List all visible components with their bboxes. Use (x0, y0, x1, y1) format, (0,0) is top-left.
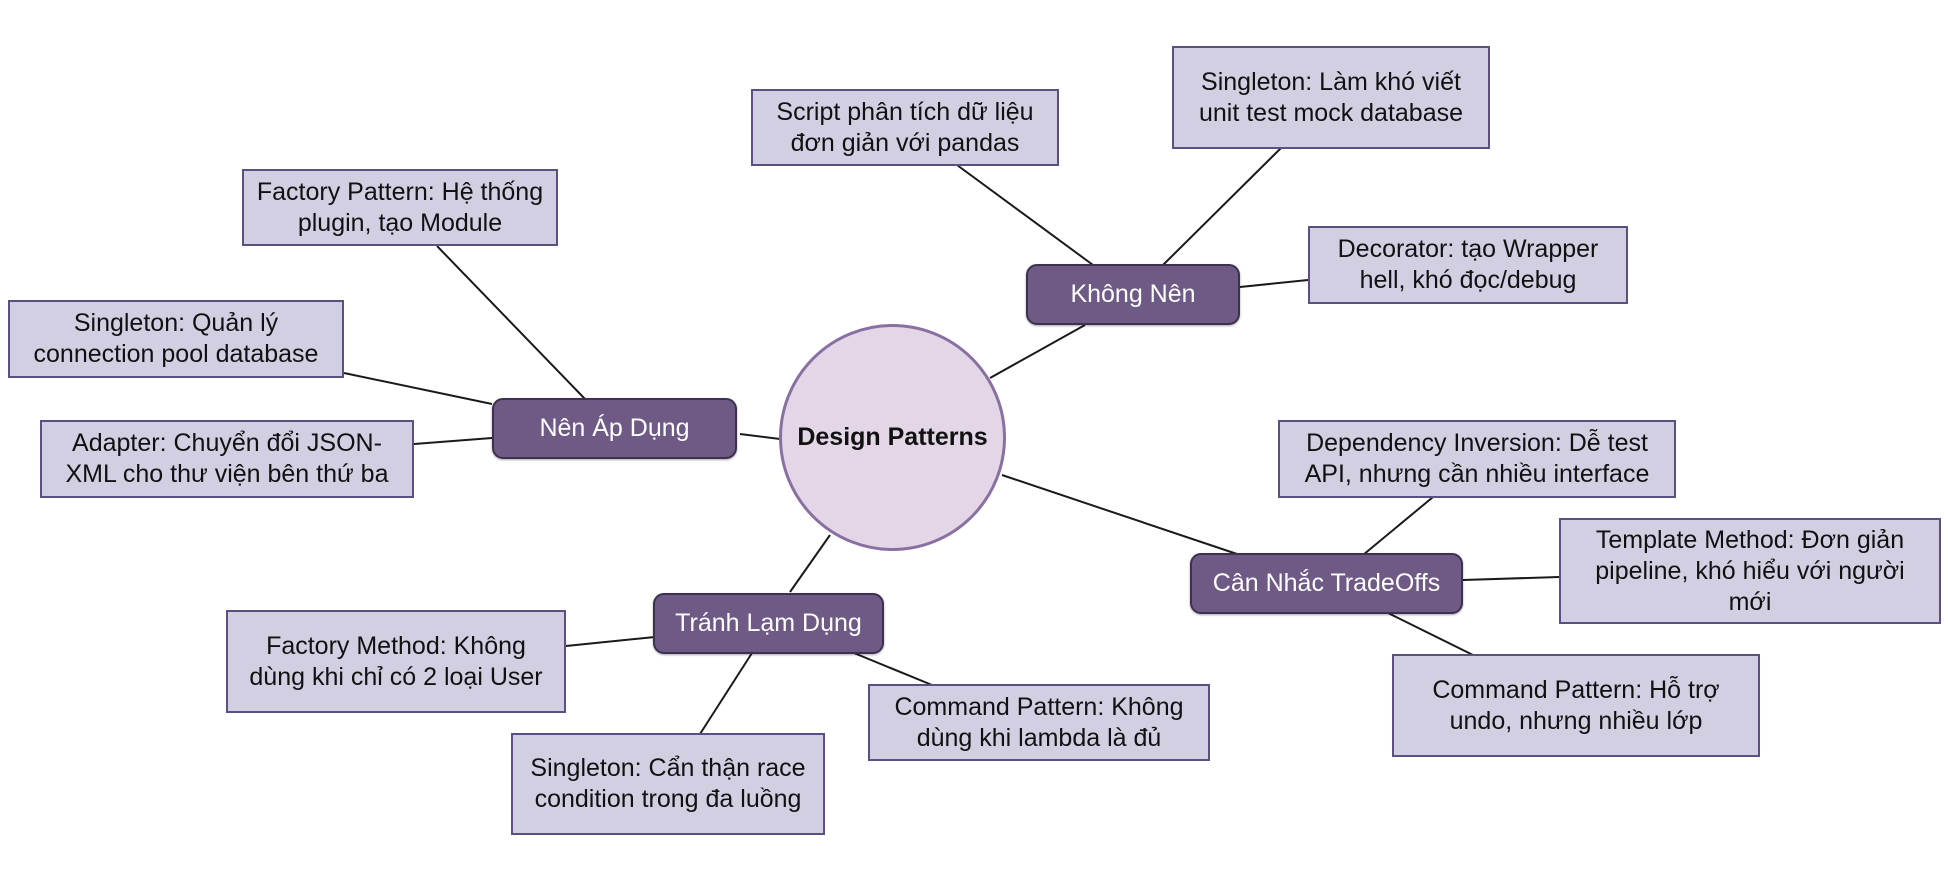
leaf-adapter-json-xml: Adapter: Chuyển đổi JSON- XML cho thư vi… (40, 420, 414, 498)
connector-khong-leaf-3 (1239, 279, 1309, 288)
connector-nen-leaf-1 (436, 245, 586, 400)
connector-can-leaf-2 (1462, 576, 1560, 581)
leaf-factory-method-user: Factory Method: Không dùng khi chỉ có 2 … (226, 610, 566, 713)
connector-tranh-leaf-3 (853, 652, 933, 686)
leaf-command-pattern-undo: Command Pattern: Hỗ trợ undo, nhưng nhiề… (1392, 654, 1760, 757)
connector-nen-leaf-2 (343, 372, 493, 405)
leaf-dependency-inversion: Dependency Inversion: Dễ test API, nhưng… (1278, 420, 1676, 498)
connector-tranh-leaf-2 (699, 652, 753, 735)
connector-tranh-leaf-1 (565, 636, 656, 647)
leaf-singleton-connection-pool: Singleton: Quản lý connection pool datab… (8, 300, 344, 378)
leaf-factory-pattern-plugin: Factory Pattern: Hệ thống plugin, tạo Mo… (242, 169, 558, 246)
connector-khong-leaf-2 (1162, 147, 1282, 266)
leaf-command-pattern-lambda: Command Pattern: Không dùng khi lambda l… (868, 684, 1210, 761)
leaf-singleton-unit-test: Singleton: Làm khó viết unit test mock d… (1172, 46, 1490, 149)
leaf-template-method: Template Method: Đơn giản pipeline, khó … (1559, 518, 1941, 624)
connector-center-tranh-lam-dung (789, 534, 831, 593)
branch-khong-nen: Không Nên (1026, 264, 1240, 325)
connector-nen-leaf-3 (413, 437, 493, 445)
branch-can-nhac-tradeoffs: Cân Nhắc TradeOffs (1190, 553, 1463, 614)
center-node: Design Patterns (779, 324, 1006, 551)
branch-tranh-lam-dung: Tránh Lạm Dụng (653, 593, 884, 654)
leaf-script-pandas: Script phân tích dữ liệu đơn giản với pa… (751, 89, 1059, 166)
connector-center-can-nhac (1001, 474, 1241, 556)
leaf-decorator-wrapper: Decorator: tạo Wrapper hell, khó đọc/deb… (1308, 226, 1628, 304)
connector-can-leaf-1 (1362, 496, 1434, 556)
connector-center-khong-nen (989, 324, 1086, 379)
leaf-singleton-race-condition: Singleton: Cẩn thận race condition trong… (511, 733, 825, 835)
connector-can-leaf-3 (1387, 612, 1474, 656)
connector-center-nen-ap-dung (739, 433, 781, 440)
connector-khong-leaf-1 (956, 164, 1094, 266)
branch-nen-ap-dung: Nên Áp Dụng (492, 398, 737, 459)
